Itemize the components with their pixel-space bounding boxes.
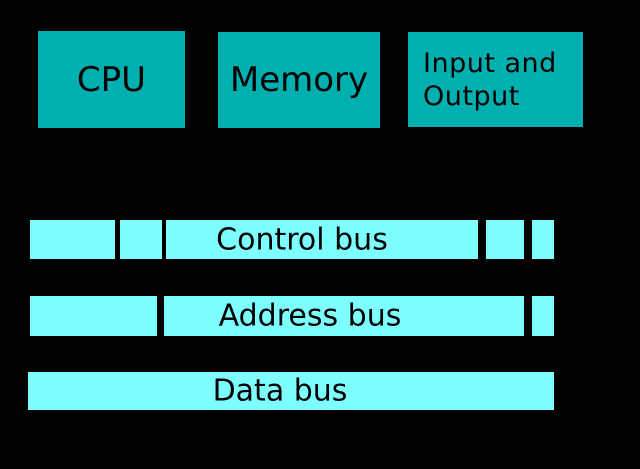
control-bus: Control bus: [0, 220, 640, 259]
control-bus-label: Control bus: [216, 222, 388, 257]
bus-segment: [532, 220, 554, 259]
cpu-box: CPU: [38, 31, 185, 128]
bus-segment: [30, 220, 115, 259]
bus-segment: [486, 220, 524, 259]
cpu-label: CPU: [76, 59, 147, 100]
bus-segment: [120, 220, 162, 259]
bus-segment: [30, 296, 157, 336]
bus-segment: [532, 296, 554, 336]
bus-segment: [164, 296, 524, 336]
input-output-label-line1: Input and: [423, 47, 557, 79]
memory-box: Memory: [218, 32, 380, 128]
address-bus: Address bus: [0, 296, 640, 336]
bus-segment: [28, 372, 554, 410]
memory-label: Memory: [229, 60, 369, 100]
input-output-box: Input and Output: [408, 32, 583, 127]
data-bus: Data bus: [0, 372, 640, 410]
input-output-label-line2: Output: [423, 80, 520, 112]
data-bus-label: Data bus: [212, 373, 348, 409]
address-bus-label: Address bus: [218, 298, 402, 334]
bus-segment: [166, 220, 478, 259]
